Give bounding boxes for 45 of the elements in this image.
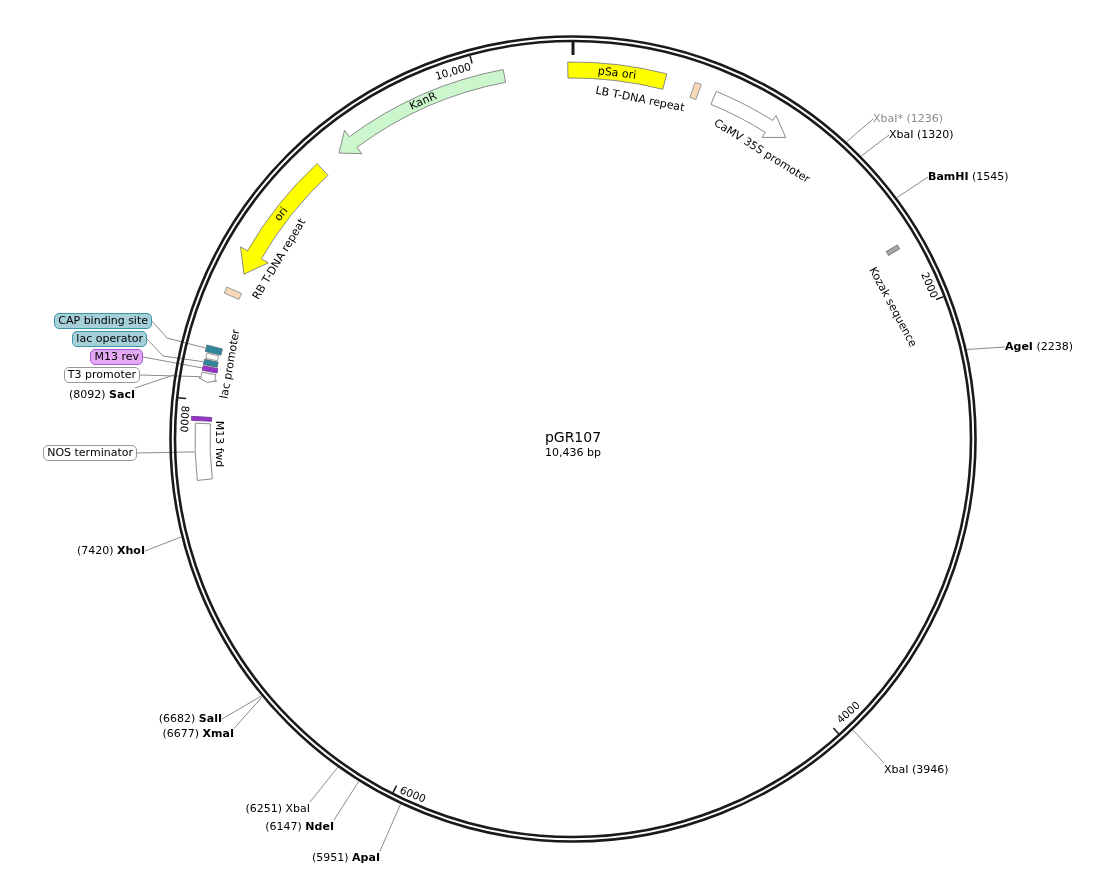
leader-line xyxy=(221,695,262,720)
tick-label: 10,000 xyxy=(434,60,473,82)
leader-line xyxy=(233,696,263,729)
leader-line xyxy=(379,803,401,852)
feature-tag: CAP binding site xyxy=(54,313,152,329)
tick-label: 8000 xyxy=(177,405,192,433)
restriction-site-label: (6682) SalI xyxy=(158,712,222,726)
feature-label: lac promoter xyxy=(217,327,243,400)
leader-line xyxy=(151,320,206,349)
feature-label: KanR xyxy=(407,89,439,114)
feature-label: pSa ori xyxy=(596,63,637,82)
restriction-site-label: (7420) XhoI xyxy=(76,544,145,558)
leader-line xyxy=(139,374,202,378)
feature-tag: M13 rev xyxy=(90,349,143,365)
leader-line xyxy=(144,536,182,552)
restriction-site-label: XbaI* (1236) xyxy=(873,112,944,126)
leader-line xyxy=(852,729,885,764)
restriction-site-label: (5951) ApaI xyxy=(312,851,380,865)
feature-tag: NOS terminator xyxy=(43,445,137,461)
restriction-site-label: XbaI (1320) xyxy=(889,128,954,142)
leader-line xyxy=(146,338,204,363)
leader-line xyxy=(846,118,874,143)
restriction-site-label: (6147) NdeI xyxy=(265,820,334,834)
plasmid-size: 10,436 bp xyxy=(545,445,601,459)
tick-label: 2000 xyxy=(919,269,941,300)
restriction-site-label: (6677) XmaI xyxy=(162,727,234,741)
restriction-site-label: (8092) SacI xyxy=(68,388,135,402)
feature-tag: lac operator xyxy=(72,331,147,347)
leader-line xyxy=(896,176,929,199)
feature-tag: T3 promoter xyxy=(63,367,140,383)
leader-line xyxy=(309,766,339,803)
feature-label: LB T-DNA repeat xyxy=(594,83,686,114)
leader-line xyxy=(134,374,175,389)
plasmid-name: pGR107 xyxy=(544,429,602,445)
leader-line xyxy=(142,356,203,369)
tick-label: 6000 xyxy=(398,782,428,805)
leader-line xyxy=(136,451,196,454)
feature-label: M13 fwd xyxy=(212,420,226,468)
restriction-site-label: (6251) XbaI xyxy=(245,802,310,816)
leader-line xyxy=(966,346,1006,350)
leader-line xyxy=(333,780,360,821)
restriction-site-label: AgeI (2238) xyxy=(1005,340,1074,354)
restriction-site-label: XbaI (3946) xyxy=(884,763,949,777)
restriction-site-label: BamHI (1545) xyxy=(928,170,1009,184)
leader-line xyxy=(860,134,890,157)
